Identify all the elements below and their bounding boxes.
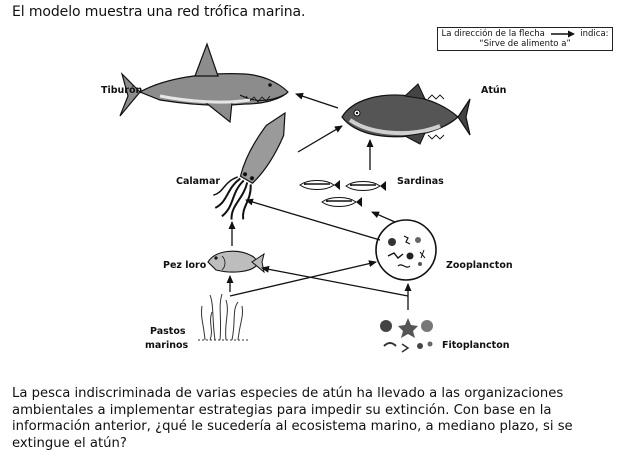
intro-text: El modelo muestra una red trófica marina… <box>12 4 306 20</box>
label-squid: Calamar <box>176 176 221 187</box>
arrow-zooplankton-to-sardines <box>371 211 396 223</box>
label-seagrass-line1: Pastos <box>150 326 186 337</box>
label-zooplankton: Zooplancton <box>446 260 513 271</box>
label-parrotfish: Pez loro <box>163 260 207 271</box>
phytoplankton-icon <box>380 318 433 353</box>
arrow-squid-to-tuna <box>297 125 343 153</box>
parrotfish-icon <box>207 250 265 274</box>
arrow-seagrass-to-zooplankton <box>229 260 377 297</box>
zooplankton-icon <box>375 219 437 281</box>
squid-icon <box>213 111 286 220</box>
food-web-diagram <box>119 42 471 353</box>
label-phytoplankton: Fitoplancton <box>442 340 510 351</box>
seagrass-icon <box>198 293 250 341</box>
legend-line-2: “Sirve de alimento a” <box>479 39 571 49</box>
legend-box: La dirección de la flecha indica: “Sirve… <box>437 27 613 51</box>
tuna-icon <box>341 83 471 145</box>
label-sardines: Sardinas <box>397 176 444 187</box>
legend-arrow-icon <box>550 30 575 37</box>
sardines-icon <box>299 180 386 207</box>
shark-icon <box>119 42 289 124</box>
arrow-phytoplankton-to-parrotfish <box>261 265 409 297</box>
food-web-arrows <box>226 92 412 310</box>
arrow-tuna-to-shark <box>295 92 339 109</box>
legend-line-1: La dirección de la flecha indica: <box>438 29 612 39</box>
label-shark: Tiburón <box>101 85 143 96</box>
label-seagrass-line2: marinos <box>145 340 189 351</box>
legend-text-before: La dirección de la flecha <box>441 29 545 39</box>
legend-text-after: indica: <box>580 29 609 39</box>
arrow-zooplankton-to-squid <box>245 198 381 241</box>
question-text: La pesca indiscriminada de varias especi… <box>12 386 573 451</box>
label-tuna: Atún <box>481 85 507 96</box>
